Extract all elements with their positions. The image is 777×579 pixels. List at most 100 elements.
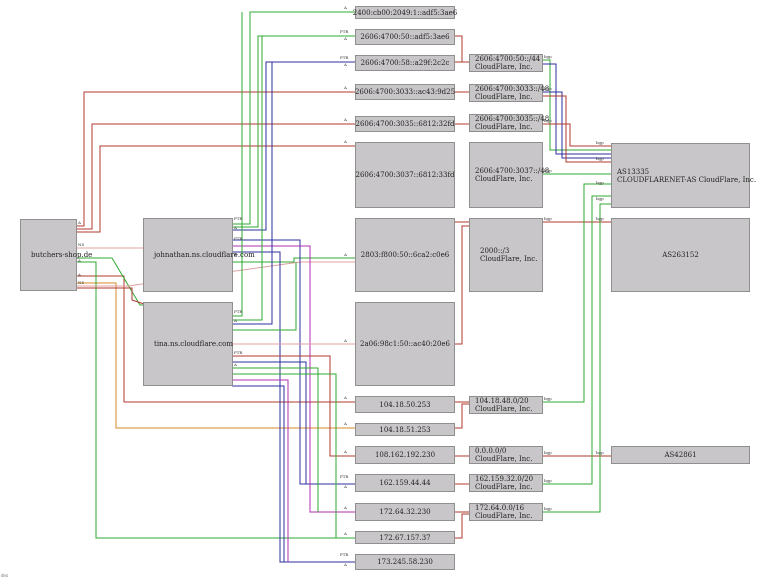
edge-pfx1-as1b	[542, 63, 612, 155]
edge-ns1-ip15	[232, 251, 356, 563]
prefix-node[interactable]: 2606:4700:3033::/48 CloudFlare, Inc.	[469, 84, 549, 102]
edge-label-ptr: PTR	[340, 29, 349, 34]
edge-ns2-ip2	[232, 36, 263, 321]
edge-label-ns: NS	[78, 242, 85, 247]
ip-node[interactable]: 2606:4700:3033::ac43:9d25	[355, 84, 455, 100]
ip-node[interactable]: 108.162.192.230	[355, 446, 455, 464]
ip-node[interactable]: 104.18.50.253	[355, 396, 455, 413]
ip-node-label: 2606:4700:50::adf5:3ae6	[360, 33, 450, 41]
domain-node[interactable]: butchers-shop.de	[20, 219, 93, 291]
prefix-node[interactable]: 172.64.0.0/16 CloudFlare, Inc.	[469, 503, 543, 521]
prefix-node-owner: CloudFlare, Inc.	[475, 455, 533, 463]
edge-label-a: A	[233, 225, 237, 230]
ip-node[interactable]: 104.18.51.253	[355, 423, 455, 436]
edge-label-a: A	[233, 362, 237, 367]
ip-node[interactable]: 2a06:98c1:50::ac40:20e6	[355, 302, 455, 386]
nameserver-node-johnathan[interactable]: johnathan.ns.cloudflare.com	[143, 218, 255, 292]
edge-label-a: A	[343, 252, 347, 257]
edge-pfx2-as1b	[542, 95, 612, 163]
ip-node[interactable]: 173.245.58.230	[355, 554, 455, 570]
edge-ip14-pfx9	[454, 513, 470, 539]
ip-node[interactable]: 172.67.157.37	[355, 531, 455, 544]
prefix-node-range: 0.0.0.0/0	[475, 447, 507, 455]
as-node[interactable]: AS13335 CLOUDFLARENET-AS CloudFlare, Inc…	[611, 143, 756, 208]
ip-node[interactable]: 162.159.44.44	[355, 474, 455, 492]
edge-ns2-ip13	[232, 367, 319, 512]
edge-ns2-ip1	[232, 12, 243, 317]
edge-label-bgp: bgp	[544, 54, 552, 59]
edge-label-bgp: bgp	[544, 478, 552, 483]
edge-pfx1-as1	[542, 59, 612, 151]
ip-node-label: 172.67.157.37	[379, 533, 431, 542]
prefix-node-owner: CloudFlare, Inc.	[475, 63, 533, 71]
prefix-node-range: 172.64.0.0/16	[475, 504, 525, 512]
edge-label-bgp: bgp	[544, 450, 552, 455]
as-node[interactable]: AS263152	[611, 218, 750, 292]
edge-label-bgp: bgp	[596, 180, 604, 185]
ip-node[interactable]: 2803:f800:50::6ca2:c0e6	[355, 218, 455, 292]
nameserver-node-label: tina.ns.cloudflare.com	[154, 340, 233, 348]
as-node-number: AS42861	[664, 451, 697, 459]
edge-label-ptr: PTR	[234, 216, 243, 221]
edge-domain-ip5	[76, 123, 356, 230]
edge-label-a: A	[77, 220, 81, 225]
ip-node[interactable]: 2606:4700:50::adf5:3ae6	[355, 29, 455, 45]
edge-domain-ip7	[76, 287, 145, 305]
edge-label-ptr: PTR	[340, 55, 349, 60]
edge-ns2-ip7	[232, 262, 297, 331]
ip-node[interactable]: 2400:cb00:2049:1::adf5:3ae6	[352, 6, 458, 19]
ip-node-label: 172.64.32.230	[379, 508, 431, 516]
edge-ns1-ip1	[232, 11, 356, 225]
domain-node-label: butchers-shop.de	[31, 251, 93, 259]
ip-node-label: 104.18.50.253	[379, 400, 431, 409]
edge-label-ptr: PTR	[340, 474, 349, 479]
edge-domain-ip9	[76, 275, 356, 403]
ip-node-label: 108.162.192.230	[374, 451, 436, 459]
edge-label-a: A	[343, 421, 347, 426]
prefix-node[interactable]: 2000::/3 CloudFlare, Inc.	[469, 218, 543, 292]
ip-node[interactable]: 2606:4700:3037::6812:33fd	[355, 142, 455, 208]
as-node-number: AS263152	[662, 251, 699, 259]
prefix-node-owner: CloudFlare, Inc.	[475, 123, 533, 131]
ip-node-label: 173.245.58.230	[377, 558, 433, 566]
ip-node-label: 2606:4700:3035::6812:32fd	[355, 120, 455, 128]
edge-label-a: A	[77, 258, 81, 263]
edge-ns1-ip13	[232, 245, 356, 513]
ip-node-label: 2803:f800:50::6ca2:c0e6	[360, 251, 450, 259]
prefix-node[interactable]: 2606:4700:50::/44 CloudFlare, Inc.	[469, 54, 543, 72]
edge-ns2-ip3	[232, 62, 273, 325]
edge-label-bgp: bgp	[544, 506, 552, 511]
edge-ns2-ip11	[232, 355, 356, 457]
ip-node[interactable]: 2606:4700:58::a29f:2c2c	[355, 55, 455, 71]
edge-label-a: A	[343, 505, 347, 510]
prefix-node[interactable]: 2606:4700:3035::/48 CloudFlare, Inc.	[469, 114, 550, 132]
prefix-node[interactable]: 162.159.32.0/20 CloudFlare, Inc.	[469, 474, 543, 492]
ip-node-label: 2606:4700:3033::ac43:9d25	[354, 88, 456, 96]
edge-label-ptr: PTR	[234, 309, 243, 314]
prefix-node[interactable]: 0.0.0.0/0 CloudFlare, Inc.	[469, 446, 543, 464]
edge-label-a: A	[343, 62, 347, 67]
edge-label-a: A	[77, 272, 81, 277]
prefix-node-owner: CloudFlare, Inc.	[475, 93, 533, 101]
edge-ns1-ip3	[232, 61, 356, 231]
nameserver-node-tina[interactable]: tina.ns.cloudflare.com	[143, 302, 233, 386]
prefix-node-owner: CloudFlare, Inc.	[475, 175, 533, 183]
prefix-node-range: 2606:4700:3035::/48	[475, 115, 550, 123]
edge-label-a: A	[233, 252, 237, 257]
prefix-node-range: 104.18.48.0/20	[475, 397, 529, 405]
edge-ns2-ip14	[232, 373, 337, 538]
ip-node-label: 2400:cb00:2049:1::adf5:3ae6	[352, 8, 458, 17]
edge-pfx9-as1	[542, 203, 612, 513]
prefix-node[interactable]: 104.18.48.0/20 CloudFlare, Inc.	[469, 396, 543, 414]
edge-label-bgp: bgp	[596, 140, 604, 145]
edge-label-bgp: bgp	[544, 216, 552, 221]
edge-pfx3-as1	[542, 123, 612, 147]
edge-ns2-ip15b	[232, 385, 285, 562]
edge-label-a: A	[343, 139, 347, 144]
ip-node[interactable]: 172.64.32.230	[355, 503, 455, 521]
prefix-node-owner: CloudFlare, Inc.	[475, 483, 533, 491]
as-node[interactable]: AS42861	[611, 446, 750, 464]
prefix-node[interactable]: 2606:4700:3037::/48 CloudFlare, Inc.	[469, 142, 549, 208]
ip-node[interactable]: 2606:4700:3035::6812:32fd	[355, 116, 455, 132]
